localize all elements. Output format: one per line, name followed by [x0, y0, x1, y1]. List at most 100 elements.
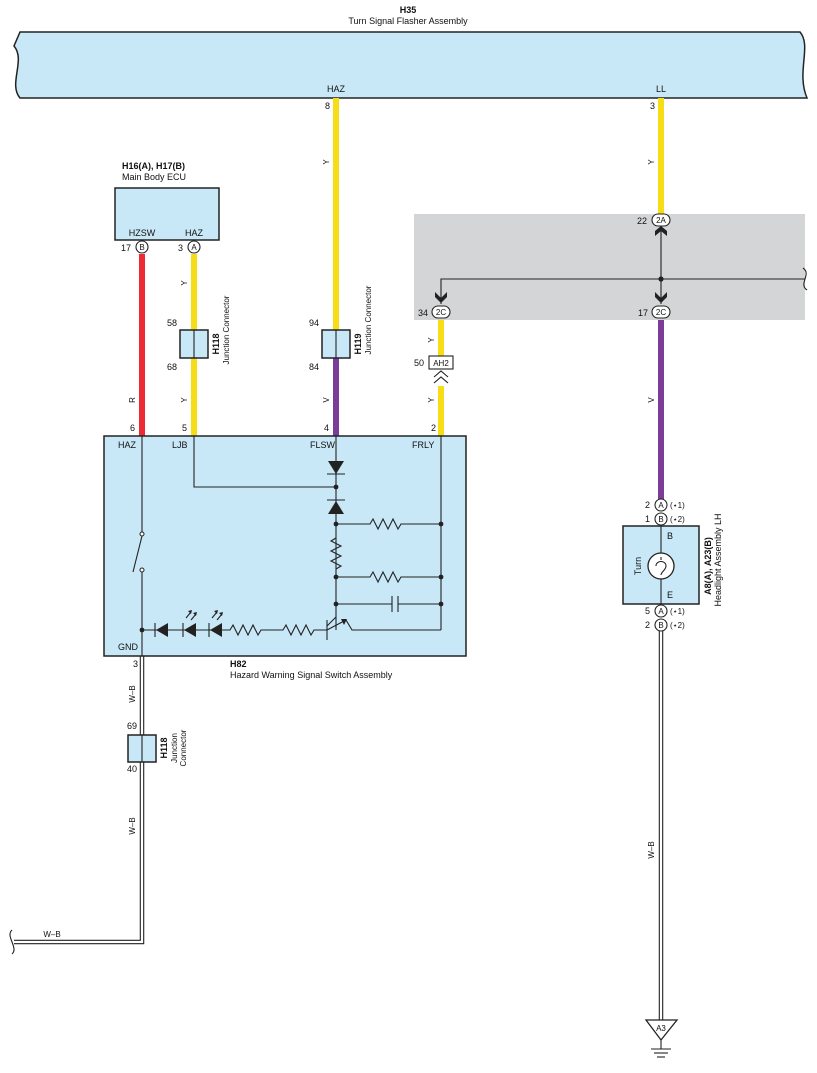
wire-wb-left-outer — [14, 762, 145, 945]
jb-pin-2c-right-label: 2C — [656, 308, 666, 317]
sw-node-frly-577 — [438, 574, 444, 580]
hl-top-pin1-note: (⋆1) — [670, 501, 685, 510]
jb-pin-2c-left — [431, 305, 451, 319]
hl-bot-pin1-note: (⋆1) — [670, 607, 685, 616]
flasher-pin-ll-num: 3 — [650, 101, 655, 111]
wire-label-wb-4: W–B — [647, 841, 656, 858]
switch-pin-flsw-num: 4 — [324, 423, 329, 433]
sw-node-frly-524 — [438, 521, 444, 527]
ecu-codes: H16(A), H17(B) — [122, 161, 185, 171]
h118-bottom-pin-in: 69 — [127, 721, 137, 731]
sw-transistor-out — [345, 619, 441, 631]
jb-pin-2c-right — [651, 305, 671, 319]
sw-node-frly-604 — [438, 601, 444, 607]
sw-diode-1-body — [328, 461, 344, 474]
ecu-pin-haz-circle — [187, 240, 201, 254]
hl-bot-pin2-num: 2 — [645, 620, 650, 630]
sw-diode-2-body — [328, 501, 344, 514]
hl-top-pin2-note: (⋆2) — [670, 515, 685, 524]
ecu-pin-haz-num: 3 — [178, 243, 183, 253]
ecu-pin-hzsw-circle — [135, 240, 149, 254]
sw-led-2-ray-b-tip — [219, 612, 223, 616]
ecu-pin-hzsw-conn: B — [139, 243, 144, 252]
hl-top-pin2-conn: B — [658, 515, 663, 524]
switch-pin-haz-num: 6 — [130, 423, 135, 433]
flasher-code: H35 — [400, 5, 417, 15]
hl-bot-pin2-note: (⋆2) — [670, 621, 685, 630]
h118-top-name: Junction Connector — [222, 295, 231, 364]
flasher-pin-haz-label: HAZ — [327, 84, 346, 94]
hl-bot-pin1-circle — [654, 604, 668, 618]
h119-pin-out: 84 — [309, 362, 319, 372]
hl-top-pin1-conn: A — [658, 501, 664, 510]
wire-label-y-6: Y — [427, 397, 436, 403]
switch-code: H82 — [230, 659, 247, 669]
jb-bus-horizontal — [440, 278, 805, 304]
h118-top-pin-out: 68 — [167, 362, 177, 372]
wire-label-wb-3: W–B — [43, 930, 60, 939]
jb-pin-2c-left-label: 2C — [436, 308, 446, 317]
h119-pin-in: 94 — [309, 318, 319, 328]
h118-top-pin-in: 58 — [167, 318, 177, 328]
sw-resistor-vertical — [329, 537, 343, 570]
flasher-pin-haz-num: 8 — [325, 101, 330, 111]
jb-pin-2a — [651, 213, 671, 227]
jb-bus-break — [802, 267, 808, 291]
sw-led-resistors — [142, 623, 327, 637]
h118-bottom-pin-out: 40 — [127, 764, 137, 774]
wire-label-y-3: Y — [322, 159, 331, 165]
sw-led-1 — [184, 623, 196, 637]
sw-resistor-1 — [336, 517, 441, 531]
switch-pin-flsw-label: FLSW — [310, 440, 336, 450]
hl-top-pin1-circle — [654, 498, 668, 512]
turn-bulb-icon — [647, 552, 675, 580]
hl-pin-e-label: E — [667, 590, 673, 600]
ecu-pin-haz-label: HAZ — [185, 228, 204, 238]
ecu-pin-haz-conn: A — [191, 243, 197, 252]
hazard-switch-box — [103, 435, 467, 657]
ecu-name: Main Body ECU — [122, 172, 186, 182]
wire-label-y-2: Y — [180, 397, 189, 403]
main-body-ecu-box — [114, 187, 220, 241]
jb-pin-2a-num: 22 — [637, 216, 647, 226]
h118-top-code: H118 — [211, 333, 221, 354]
jb-2c-left-arrow — [435, 292, 447, 303]
hl-bot-pin1-conn: A — [658, 607, 664, 616]
flasher-pin-ll-label: LL — [656, 84, 666, 94]
ah2-chevron-2 — [433, 376, 449, 384]
hl-name: Headlight Assembly LH — [713, 513, 723, 606]
ground-label: A3 — [656, 1024, 666, 1033]
sw-contact-top — [139, 531, 145, 537]
jb-pin-2c-left-num: 34 — [418, 308, 428, 318]
hl-bot-pin1-num: 5 — [645, 606, 650, 616]
ah2-label: AH2 — [433, 359, 449, 368]
switch-pin-frly-num: 2 — [431, 423, 436, 433]
sw-led-2-ray-a-tip — [214, 610, 218, 614]
sw-blade — [132, 535, 143, 573]
jb-2a-arrow — [655, 226, 667, 236]
jb-2c-right-arrow — [655, 292, 667, 303]
wire-label-wb-2: W–B — [128, 817, 137, 834]
ah2-chevron-1 — [433, 370, 449, 378]
switch-pin-frly-label: FRLY — [412, 440, 434, 450]
wire-label-y-5: Y — [427, 337, 436, 343]
wb-left-break — [9, 929, 15, 955]
ecu-pin-hzsw-num: 17 — [121, 243, 131, 253]
h119-name: Junction Connector — [364, 285, 373, 354]
wire-label-v-1: V — [322, 397, 331, 403]
h118-bottom-code: H118 — [159, 737, 169, 758]
wire-label-r: R — [128, 397, 137, 403]
sw-led-1-ray-b-tip — [193, 612, 197, 616]
h118-bottom-name-l2: Connector — [179, 729, 188, 766]
sw-diode-3 — [156, 623, 168, 637]
ground-triangle — [644, 1019, 679, 1042]
sw-resistor-2 — [336, 570, 441, 584]
sw-transistor-arrow — [341, 619, 347, 625]
hl-bulb-label: Turn — [633, 557, 643, 575]
wire-wb-left-inner — [14, 762, 144, 944]
jb-pin-2a-label: 2A — [656, 216, 666, 225]
hl-bot-pin2-conn: B — [658, 621, 663, 630]
switch-pin-ljb-label: LJB — [172, 440, 188, 450]
wire-label-y-1: Y — [180, 280, 189, 286]
junction-block-area — [414, 214, 805, 320]
